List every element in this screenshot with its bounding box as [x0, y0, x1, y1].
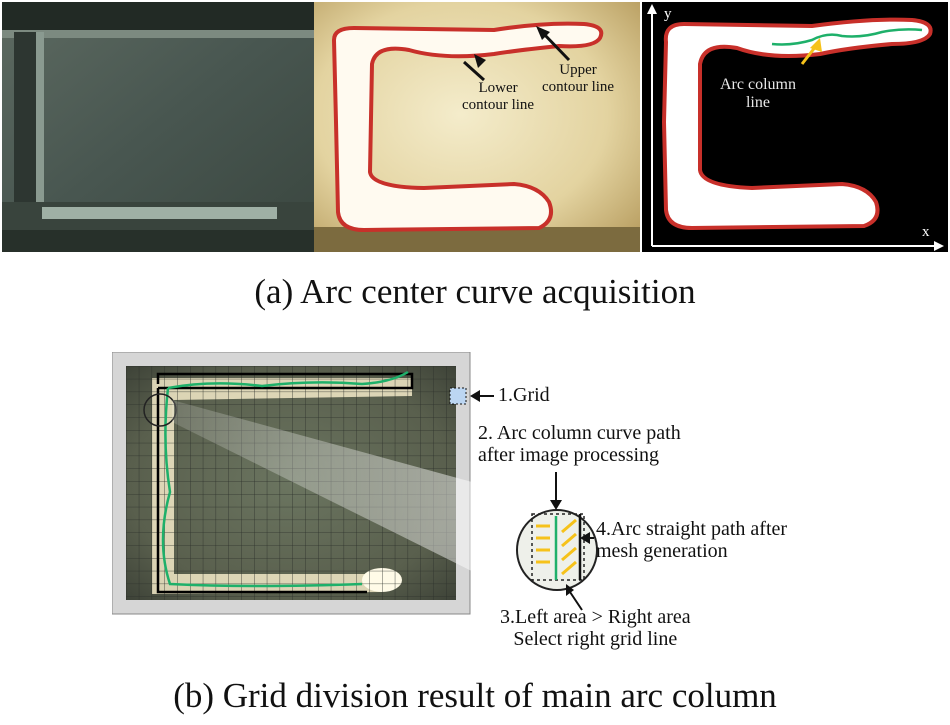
arc-column-label: Arc column line [720, 76, 796, 111]
label-grid: 1.Grid [498, 384, 550, 406]
contour-photo: Lower contour line Upper contour line [314, 2, 640, 252]
raw-arc-photo [2, 2, 314, 252]
label-curve-path: 2. Arc column curve path after image pro… [478, 422, 681, 466]
lower-contour-label: Lower contour line [462, 80, 535, 113]
zoom-beam [172, 400, 538, 604]
caption-a: (a) Arc center curve acquisition [254, 272, 696, 311]
left-rail [14, 32, 38, 232]
arc-column-line-green [771, 28, 923, 46]
arc-straight-path [156, 372, 414, 594]
top-rail [2, 2, 314, 34]
contour-outline [331, 21, 604, 233]
upper-contour-label: Upper contour line [542, 62, 615, 95]
y-axis-label: y [664, 6, 672, 22]
arc-curve-path [161, 370, 409, 588]
caption-b: (b) Grid division result of main arc col… [173, 676, 777, 715]
label-area-selection: 3.Left area > Right area Select right gr… [500, 606, 691, 650]
x-axis-label: x [922, 224, 930, 240]
binary-contour [661, 17, 933, 231]
binarized-image: y x Arc column line [642, 2, 948, 252]
grid-division-figure: 1.Grid 2. Arc column curve path after im… [112, 352, 852, 652]
grid-cell-example [449, 387, 467, 405]
label-straight-path: 4.Arc straight path after mesh generatio… [596, 518, 788, 562]
